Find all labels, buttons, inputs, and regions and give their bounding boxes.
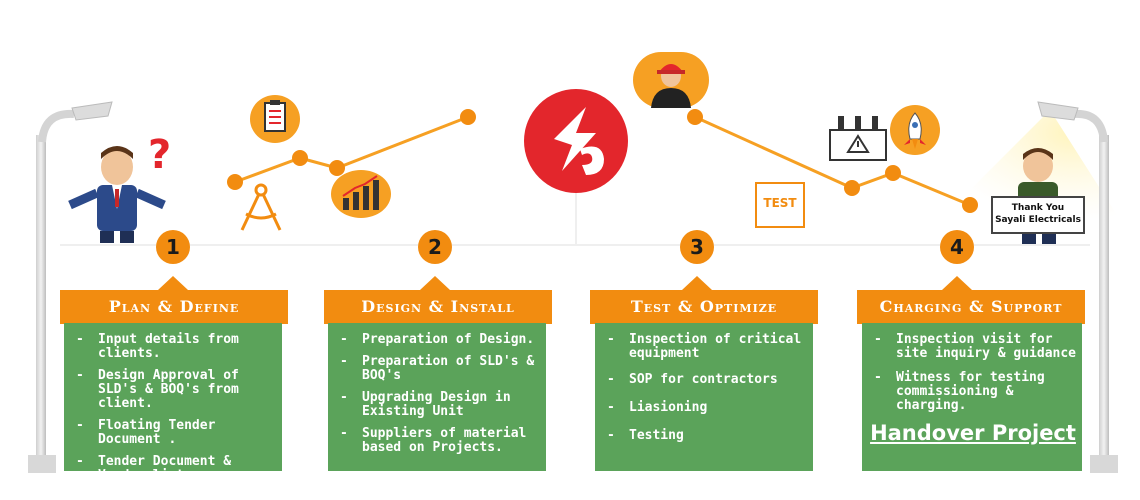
test-document-icon: TEST	[755, 182, 805, 228]
list-item: Liasioning	[603, 401, 807, 416]
list-item: Inspection of critical equipment	[603, 333, 807, 361]
bar-chart-icon	[331, 170, 391, 218]
step-1-title: Plan & Define	[60, 290, 288, 324]
businessman-thinking-icon	[68, 146, 166, 243]
list-item: Testing	[603, 429, 807, 444]
list-item: Preparation of SLD's & BOQ's	[336, 355, 540, 383]
lightning-logo	[524, 89, 628, 193]
step-4-number: 4	[940, 230, 974, 264]
path-node	[227, 174, 243, 190]
step-1-number: 1	[156, 230, 190, 264]
engineer-icon	[633, 52, 709, 108]
list-item: Suppliers of material based on Projects.	[336, 427, 540, 455]
step-3-details: Inspection of critical equipment SOP for…	[595, 323, 813, 471]
right-lamp-head-icon	[1037, 101, 1108, 143]
thank-you-sign: Thank You Sayali Electricals	[991, 196, 1085, 234]
clipboard-icon	[250, 95, 300, 143]
step-4-details: Inspection visit for site inquiry & guid…	[862, 323, 1082, 471]
sign-line-2: Sayali Electricals	[995, 215, 1081, 225]
path-node	[292, 150, 308, 166]
list-item: Upgrading Design in Existing Unit	[336, 391, 540, 419]
step-1-details: Input details from clients. Design Appro…	[64, 323, 282, 483]
progress-path	[234, 115, 971, 207]
compass-icon	[240, 183, 282, 231]
logo-stem	[575, 193, 577, 244]
list-item: Floating Tender Document .	[72, 419, 276, 447]
list-item: Inspection visit for site inquiry & guid…	[870, 333, 1076, 361]
pointer-arrow	[682, 276, 712, 290]
path-node	[885, 165, 901, 181]
pointer-arrow	[158, 276, 188, 290]
path-node	[844, 180, 860, 196]
step-4-title: Charging & Support	[857, 290, 1085, 324]
path-node	[962, 197, 978, 213]
left-lamp-head-icon	[38, 101, 113, 143]
step-2-number: 2	[418, 230, 452, 264]
step-3-title: Test & Optimize	[590, 290, 818, 324]
path-node	[687, 109, 703, 125]
path-node	[329, 160, 345, 176]
pointer-arrow	[942, 276, 972, 290]
question-mark-icon: ?	[148, 132, 172, 178]
step-2-title: Design & Install	[324, 290, 552, 324]
step-2-details: Preparation of Design. Preparation of SL…	[328, 323, 546, 471]
step-3-number: 3	[680, 230, 714, 264]
list-item: Tender Document & Vender list.	[72, 455, 276, 483]
sign-line-1: Thank You	[1011, 203, 1065, 213]
rocket-icon	[890, 105, 940, 155]
transformer-icon	[829, 116, 887, 161]
handover-project-link[interactable]: Handover Project	[870, 421, 1076, 445]
list-item: Preparation of Design.	[336, 333, 540, 348]
list-item: Design Approval of SLD's & BOQ's from cl…	[72, 369, 276, 411]
pointer-arrow	[420, 276, 450, 290]
timeline-line	[60, 244, 1090, 246]
list-item: Input details from clients.	[72, 333, 276, 361]
path-node	[460, 109, 476, 125]
list-item: SOP for contractors	[603, 373, 807, 388]
list-item: Witness for testing commissioning & char…	[870, 371, 1076, 413]
